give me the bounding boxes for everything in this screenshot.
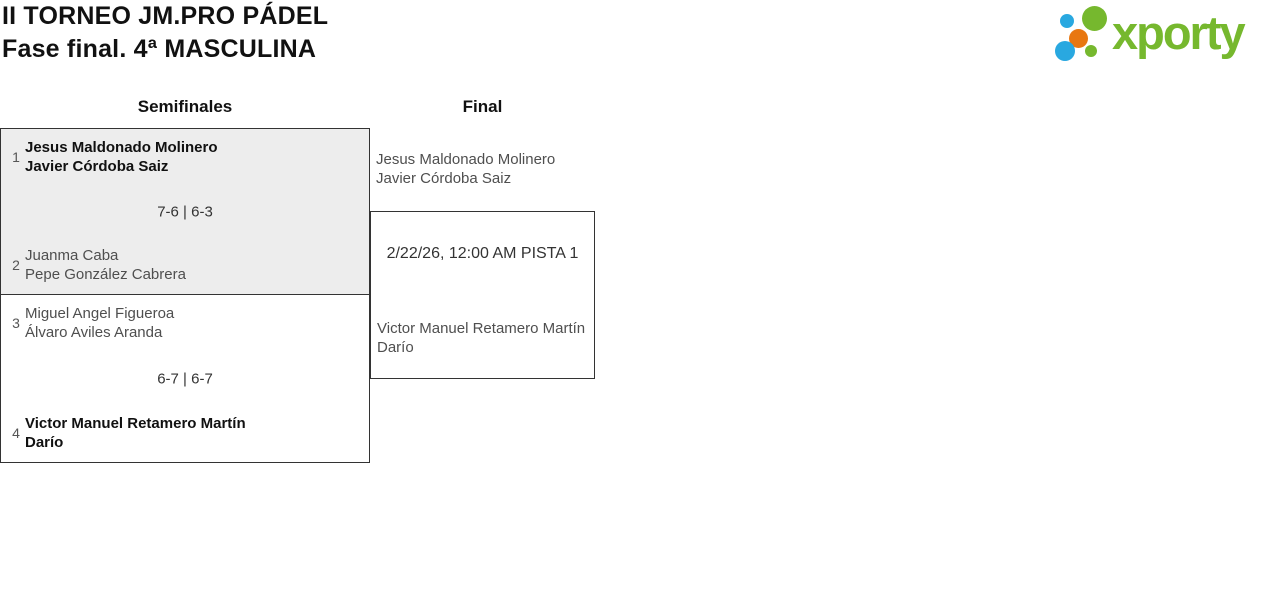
seed-number: 2	[12, 257, 20, 273]
match2-bottom-team: 4 Victor Manuel Retamero Martín Darío	[7, 414, 365, 452]
logo-wordmark: xporty	[1112, 6, 1246, 59]
logo-dot-blue-small-icon	[1060, 14, 1074, 28]
round-header-final: Final	[462, 97, 503, 116]
final-bottom-team: Victor Manuel Retamero Martín Darío	[377, 319, 585, 357]
player-name: Darío	[377, 339, 414, 356]
page-title: II TORNEO JM.PRO PÁDEL Fase final. 4ª MA…	[2, 0, 328, 66]
logo-dot-green-small-icon	[1085, 45, 1097, 57]
final-match[interactable]: 2/22/26, 12:00 AM PISTA 1 Victor Manuel …	[370, 211, 595, 379]
player-name: Pepe González Cabrera	[25, 266, 186, 283]
match2-top-team: 3 Miguel Angel Figueroa Álvaro Aviles Ar…	[7, 304, 365, 342]
semifinal-match-1[interactable]: 1 Jesus Maldonado Molinero Javier Córdob…	[0, 128, 370, 295]
logo-dot-blue-large-icon	[1055, 41, 1075, 61]
round-header-semifinals: Semifinales	[137, 97, 233, 116]
team-players: Jesus Maldonado Molinero Javier Córdoba …	[25, 138, 218, 176]
player-name: Jesus Maldonado Molinero	[25, 139, 218, 156]
logo-dot-green-large-icon	[1082, 6, 1107, 31]
match1-top-team: 1 Jesus Maldonado Molinero Javier Córdob…	[7, 138, 365, 176]
match1-bottom-team: 2 Juanma Caba Pepe González Cabrera	[7, 246, 365, 284]
team-players: Juanma Caba Pepe González Cabrera	[25, 246, 186, 284]
player-name: Victor Manuel Retamero Martín	[25, 415, 246, 432]
seed-number: 4	[12, 425, 20, 441]
player-name: Juanma Caba	[25, 247, 119, 264]
final-top-team: Jesus Maldonado Molinero Javier Córdoba …	[376, 150, 555, 188]
player-name: Javier Córdoba Saiz	[25, 158, 169, 175]
logo-dot-orange-icon	[1069, 29, 1088, 48]
tournament-name: II TORNEO JM.PRO PÁDEL	[2, 2, 329, 30]
semifinal-match-2[interactable]: 3 Miguel Angel Figueroa Álvaro Aviles Ar…	[0, 294, 370, 463]
seed-number: 1	[12, 149, 20, 165]
player-name: Jesus Maldonado Molinero	[376, 151, 556, 168]
seed-number: 3	[12, 315, 20, 331]
phase-category: Fase final. 4ª MASCULINA	[2, 35, 317, 63]
player-name: Victor Manuel Retamero Martín	[377, 320, 586, 337]
team-players: Miguel Angel Figueroa Álvaro Aviles Aran…	[25, 304, 174, 342]
player-name: Álvaro Aviles Aranda	[25, 324, 163, 341]
player-name: Darío	[25, 434, 64, 451]
team-players: Victor Manuel Retamero Martín Darío	[25, 414, 246, 452]
final-match-info: 2/22/26, 12:00 AM PISTA 1	[386, 245, 579, 262]
match1-score: 7-6 | 6-3	[157, 203, 213, 220]
xporty-logo[interactable]: xporty	[1050, 0, 1280, 72]
match2-score: 6-7 | 6-7	[157, 370, 213, 387]
player-name: Javier Córdoba Saiz	[376, 170, 512, 187]
player-name: Miguel Angel Figueroa	[25, 305, 175, 322]
